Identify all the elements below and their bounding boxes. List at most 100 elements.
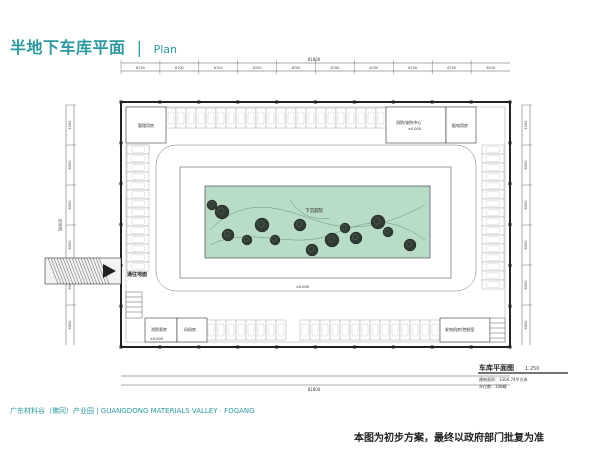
fan-room	[176, 317, 208, 343]
column	[508, 263, 512, 267]
car-outline	[177, 111, 185, 125]
column	[469, 100, 473, 104]
tree-icon	[269, 234, 281, 246]
left-dimension-label: 8000	[68, 281, 72, 290]
generator-room	[439, 317, 491, 343]
legend-title: 车库平面图	[479, 363, 514, 372]
car-outline	[131, 236, 145, 243]
car-outline	[351, 323, 359, 337]
ramp-line	[65, 257, 77, 285]
car-outline	[297, 111, 305, 125]
column	[508, 223, 512, 226]
column	[352, 100, 356, 104]
page-title: 半地下车库平面 | Plan	[10, 34, 177, 58]
car-outline	[217, 323, 225, 337]
management-room	[125, 106, 167, 144]
top-dimension-label: 8700	[330, 66, 339, 70]
car-outline	[131, 146, 145, 153]
right-dimension-label: 8000	[524, 241, 528, 250]
tree-canopy	[224, 231, 230, 237]
column	[430, 345, 434, 349]
columns	[119, 100, 512, 349]
left-dimension-label: 8000	[68, 161, 72, 170]
tree-canopy	[308, 246, 314, 252]
car-outline	[486, 200, 500, 207]
page-title-en: Plan	[153, 43, 177, 56]
car-outline	[247, 323, 255, 337]
car-outline	[421, 323, 429, 337]
left-dimension-label: 6000	[68, 321, 72, 330]
ramp-line	[95, 257, 107, 285]
car-outline	[486, 164, 500, 171]
car-outline	[317, 111, 325, 125]
ramp-line	[56, 257, 68, 285]
car-outline	[486, 245, 500, 252]
inner-wall-line	[125, 106, 506, 343]
top-dimension-label: 8700	[136, 66, 145, 70]
car-outline	[131, 173, 145, 180]
car-outline	[486, 173, 500, 180]
car-outline	[267, 111, 275, 125]
tree-icon	[349, 231, 363, 245]
car-outline	[277, 323, 285, 337]
right-dimension-label: 1000	[524, 121, 528, 130]
left-dimension-label: 8000	[68, 241, 72, 250]
tree-canopy	[296, 221, 302, 227]
tree-canopy	[341, 224, 347, 230]
tree-icon	[382, 226, 394, 238]
tree-canopy	[208, 201, 214, 207]
column	[391, 345, 395, 349]
car-outline	[131, 218, 145, 225]
level-mark-2: ±0.000	[296, 285, 309, 289]
column	[158, 100, 162, 104]
car-outline	[237, 111, 245, 125]
car-outline	[486, 218, 500, 225]
car-outline	[331, 323, 339, 337]
column	[236, 345, 240, 349]
stair-right	[489, 317, 506, 343]
tree-icon	[339, 222, 351, 234]
column	[119, 345, 123, 349]
car-outline	[277, 111, 285, 125]
top-dimension-label: 8700	[369, 66, 378, 70]
column	[314, 100, 317, 104]
tree-canopy	[406, 241, 412, 247]
car-outline	[486, 182, 500, 189]
right-dimension-label: 8000	[524, 281, 528, 290]
fire-control-level: ±0.000	[408, 127, 421, 131]
top-dimension-label: 8700	[408, 66, 417, 70]
right-dimension-label: 6000	[524, 321, 528, 330]
ramp-line	[86, 257, 98, 285]
level-mark-1: ±0.000	[150, 337, 163, 341]
tree-icon	[293, 218, 307, 232]
car-outline	[327, 111, 335, 125]
column	[508, 304, 512, 308]
car-outline	[167, 111, 175, 125]
car-outline	[131, 182, 145, 189]
car-outline	[207, 111, 215, 125]
courtyard-trees	[206, 199, 417, 257]
column	[119, 100, 123, 104]
car-outline	[486, 254, 500, 261]
car-outline	[257, 111, 265, 125]
ramp-line	[47, 257, 59, 285]
car-outline	[311, 323, 319, 337]
ramp-line	[71, 257, 83, 285]
right-dimension-label: 8000	[524, 161, 528, 170]
tree-icon	[305, 243, 319, 257]
tree-canopy	[257, 220, 265, 228]
car-outline	[131, 254, 145, 261]
bottom-dimensions	[121, 375, 510, 386]
car-outline	[247, 111, 255, 125]
car-outline	[267, 323, 275, 337]
column	[430, 100, 434, 104]
column	[197, 100, 201, 104]
column	[158, 345, 162, 349]
ramp-line	[80, 257, 92, 285]
car-outline	[391, 323, 399, 337]
legend-parking: 车位数：108辆	[479, 383, 507, 389]
car-outline	[131, 155, 145, 162]
car-outline	[486, 236, 500, 243]
